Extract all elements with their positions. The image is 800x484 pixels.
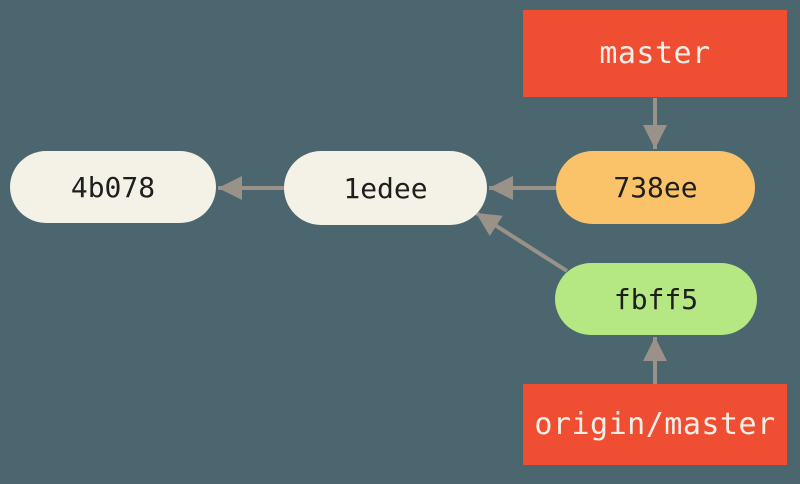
commit-node-1edee: 1edee	[284, 151, 487, 225]
branch-label-master: master	[523, 10, 787, 97]
commit-node-fbff5: fbff5	[555, 263, 757, 335]
commit-node-738ee-text: 738ee	[613, 171, 698, 204]
commit-node-738ee: 738ee	[556, 151, 755, 224]
commit-node-fbff5-text: fbff5	[613, 282, 699, 316]
commit-node-1edee-text: 1edee	[343, 171, 428, 205]
branch-label-origin-master: origin/master	[523, 384, 787, 465]
commit-node-4b078: 4b078	[10, 151, 216, 223]
branch-label-origin-master-text: origin/master	[534, 407, 776, 442]
edge-fbff5-to-1edee	[474, 211, 569, 273]
commit-node-4b078-text: 4b078	[70, 170, 156, 204]
branch-label-master-text: master	[599, 36, 711, 71]
